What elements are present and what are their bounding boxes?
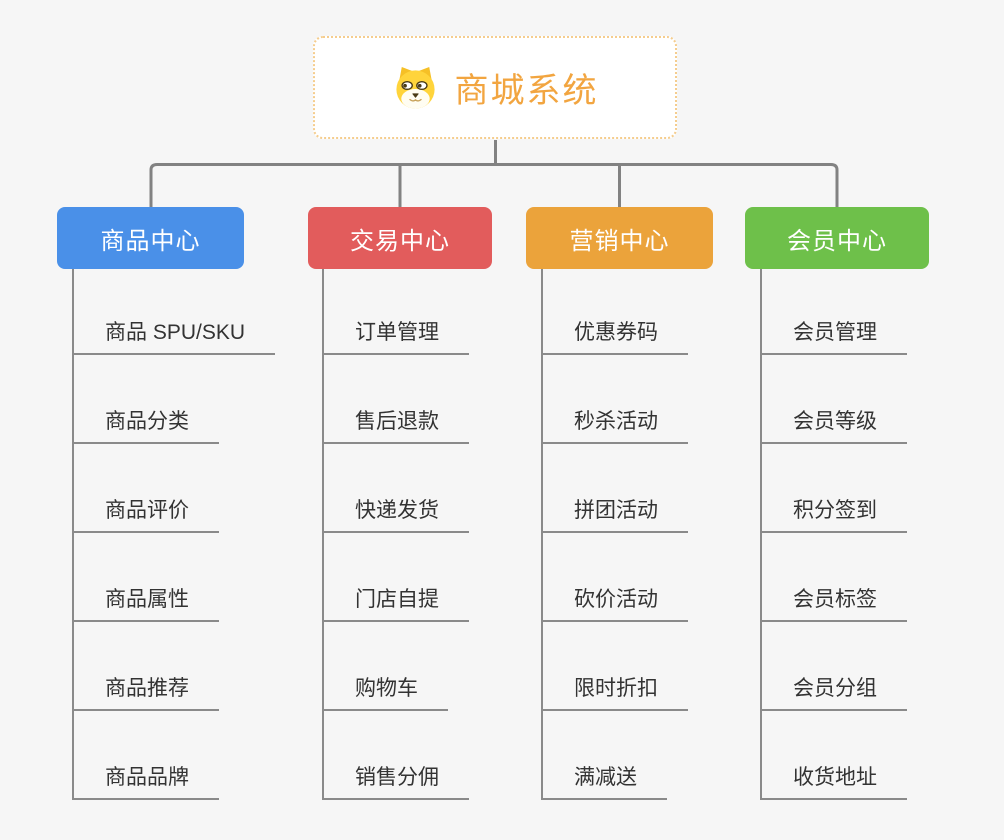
topic-node[interactable]: 积分签到 [762,444,907,533]
topic-node[interactable]: 拼团活动 [543,444,688,533]
branch-children-trade: 订单管理 售后退款 快递发货 门店自提 购物车 销售分佣 [322,269,469,800]
topic-node[interactable]: 限时折扣 [543,622,688,711]
branch-marketing-center[interactable]: 营销中心 [526,207,713,269]
topic-node[interactable]: 会员分组 [762,622,907,711]
topic-node[interactable]: 商品推荐 [74,622,219,711]
topic-node[interactable]: 销售分佣 [324,711,469,800]
topic-node[interactable]: 秒杀活动 [543,355,688,444]
topic-node[interactable]: 收货地址 [762,711,907,800]
topic-node[interactable]: 满减送 [543,711,667,800]
topic-node[interactable]: 商品评价 [74,444,219,533]
topic-node[interactable]: 购物车 [324,622,448,711]
topic-node[interactable]: 商品 SPU/SKU [74,269,276,355]
branch-label: 会员中心 [787,227,887,255]
topic-node[interactable]: 商品属性 [74,533,219,622]
branch-member-center[interactable]: 会员中心 [745,207,929,269]
topic-node[interactable]: 订单管理 [324,269,469,355]
topic-node[interactable]: 售后退款 [324,355,469,444]
topic-node[interactable]: 商品品牌 [74,711,219,800]
branch-product-center[interactable]: 商品中心 [57,207,244,269]
dog-face-icon [395,66,435,109]
topic-node[interactable]: 会员等级 [762,355,907,444]
topic-node[interactable]: 门店自提 [324,533,469,622]
topic-node[interactable]: 商品分类 [74,355,219,444]
topic-node[interactable]: 优惠券码 [543,269,688,355]
topic-node[interactable]: 快递发货 [324,444,469,533]
topic-node[interactable]: 砍价活动 [543,533,688,622]
branch-label: 营销中心 [569,227,670,255]
root-title: 商城系统 [454,72,599,110]
branch-label: 商品中心 [100,227,201,255]
branch-children-product: 商品 SPU/SKU 商品分类 商品评价 商品属性 商品推荐 商品品牌 [72,269,276,800]
branch-label: 交易中心 [350,227,450,255]
branch-trade-center[interactable]: 交易中心 [308,207,492,269]
topic-node[interactable]: 会员标签 [762,533,907,622]
root-node[interactable]: 商城系统 [313,36,677,139]
branch-children-member: 会员管理 会员等级 积分签到 会员标签 会员分组 收货地址 [760,269,907,800]
branch-children-marketing: 优惠券码 秒杀活动 拼团活动 砍价活动 限时折扣 满减送 [541,269,688,800]
topic-node[interactable]: 会员管理 [762,269,907,355]
